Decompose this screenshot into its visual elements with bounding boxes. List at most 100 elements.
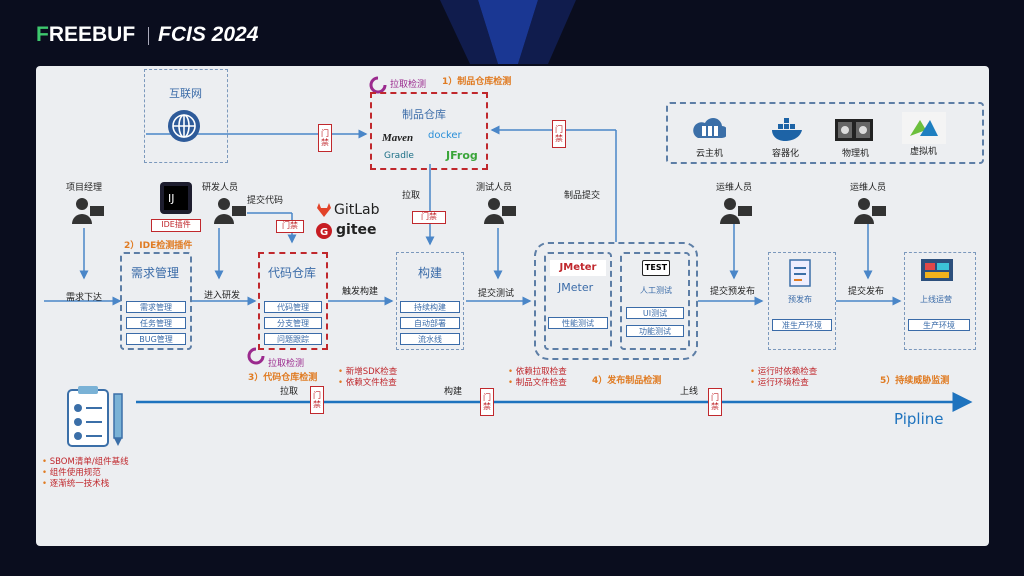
ide-badge: IDE插件 <box>151 219 201 232</box>
preprod-box <box>768 252 836 350</box>
pull-label: 拉取 <box>402 191 421 201</box>
artifact-check-label: 拉取检测 <box>390 80 427 90</box>
slide: 互联网 拉取检测 1）制品仓库检测 制品仓库 Maven docker Grad… <box>36 66 989 546</box>
submit-release-label: 提交发布 <box>848 287 885 297</box>
cloud-host-icon <box>693 118 726 138</box>
release-check-bullet-1: 依赖拉取检查 <box>508 367 567 378</box>
code-item-3: 问题跟踪 <box>264 333 322 345</box>
docker-whale-icon <box>772 118 802 141</box>
gate-pull: 门禁 <box>412 211 446 224</box>
artifact-submit-label: 制品提交 <box>564 191 601 201</box>
infra-container-label: 容器化 <box>772 149 800 159</box>
code-check-label: 拉取检测 <box>268 359 305 369</box>
ide-icon: IJ <box>160 182 192 214</box>
test-group-box <box>534 242 698 360</box>
submit-test-label: 提交测试 <box>478 289 515 299</box>
bottom-bullet-1: SBOM清单/组件基线 <box>42 457 129 468</box>
release-check-bullets: 依赖拉取检查 制品文件检查 <box>508 367 567 389</box>
demand-item-2: 任务管理 <box>126 317 186 329</box>
manual-test-title: 人工测试 <box>640 286 672 295</box>
preprod-env: 准生产环境 <box>772 319 832 331</box>
demand-item-3: BUG管理 <box>126 333 186 345</box>
submit-code-label: 提交代码 <box>247 196 284 206</box>
svg-text:G: G <box>320 227 328 238</box>
bottom-bullets: SBOM清单/组件基线 组件使用规范 逐渐统一技术栈 <box>42 457 129 490</box>
build-item-2: 自动部署 <box>400 317 460 329</box>
perf-test: 性能测试 <box>548 317 608 329</box>
role-ops1-label: 运维人员 <box>716 183 753 193</box>
code-repo-title: 代码仓库 <box>268 266 317 280</box>
demand-mgmt-title: 需求管理 <box>131 266 180 280</box>
tester-person-icon <box>484 198 516 224</box>
pm-person-icon <box>72 198 104 224</box>
infra-vm-label: 虚拟机 <box>910 147 938 157</box>
gate-internet: 门禁 <box>318 124 332 152</box>
role-ops2-label: 运维人员 <box>850 183 887 193</box>
docker-logo: docker <box>428 130 462 141</box>
gitee-icon: G <box>316 223 332 239</box>
jfrog-logo: JFrog <box>446 149 478 162</box>
step1-label: 1）制品仓库检测 <box>442 77 512 87</box>
code-check-bullets: 新增SDK检查 依赖文件检查 <box>338 367 398 389</box>
gradle-logo: Gradle <box>384 151 414 161</box>
artifact-repo-title: 制品仓库 <box>402 108 446 121</box>
fcis-logo: FCIS 2024 <box>158 23 259 46</box>
logo-divider <box>148 27 149 45</box>
build-box <box>396 252 464 350</box>
demand-item-1: 需求管理 <box>126 301 186 313</box>
release-check-bullet-2: 制品文件检查 <box>508 378 567 389</box>
dashboard-icon <box>921 259 953 281</box>
demand-mgmt-box <box>120 252 192 350</box>
code-item-1: 代码管理 <box>264 301 322 313</box>
infra-cloud-label: 云主机 <box>696 149 724 159</box>
code-item-2: 分支管理 <box>264 317 322 329</box>
checklist-icon <box>789 259 811 287</box>
freebuf-logo: FREEBUF <box>36 23 136 46</box>
pipeline-name: Pipline <box>894 410 944 428</box>
pipeline-pull-label: 拉取 <box>280 387 299 397</box>
build-title: 构建 <box>418 266 443 280</box>
prod-box <box>904 252 976 350</box>
clipboard-icon <box>67 386 123 447</box>
role-dev-label: 研发人员 <box>202 183 239 193</box>
bottom-bullet-3: 逐渐统一技术栈 <box>42 479 129 490</box>
physical-server-icon <box>835 119 873 141</box>
code-check-bullet-1: 新增SDK检查 <box>338 367 398 378</box>
test-logo: TEST <box>642 260 670 276</box>
gate-pipeline-build: 门禁 <box>480 388 494 416</box>
bottom-bullet-2: 组件使用规范 <box>42 468 129 479</box>
build-item-1: 持续构建 <box>400 301 460 313</box>
monitor-bullet-2: 运行环境检查 <box>750 378 817 389</box>
code-repo-box <box>258 252 328 350</box>
globe-icon <box>168 110 200 142</box>
manual-test-box <box>620 252 690 350</box>
trigger-build-label: 触发构建 <box>342 287 379 297</box>
build-item-3: 流水线 <box>400 333 460 345</box>
pipeline-build-label: 构建 <box>444 387 463 397</box>
ops1-person-icon <box>720 198 752 224</box>
svg-text:IJ: IJ <box>168 192 175 205</box>
dev-person-icon <box>214 198 246 224</box>
vm-icon <box>902 112 946 144</box>
test-item-2: 功能测试 <box>626 325 684 337</box>
ops2-person-icon <box>854 198 886 224</box>
internet-box <box>144 69 228 163</box>
jmeter-title: JMeter <box>558 281 594 294</box>
submit-pre-label: 提交预发布 <box>710 287 756 297</box>
prod-label: 上线运营 <box>920 295 952 304</box>
prod-env: 生产环境 <box>908 319 970 331</box>
gitlab-icon <box>317 203 331 217</box>
step4-label: 4）发布制品检测 <box>592 376 662 386</box>
maven-logo: Maven <box>382 132 414 144</box>
enter-dev-label: 进入研发 <box>204 291 241 301</box>
code-check-bullet-2: 依赖文件检查 <box>338 378 397 389</box>
step2-label: 2）IDE检测插件 <box>124 241 193 251</box>
gitee-logo: gitee <box>336 222 377 238</box>
step3-label: 3）代码仓库检测 <box>248 373 318 383</box>
gate-pipeline-pull: 门禁 <box>310 386 324 414</box>
monitor-bullet-1: 运行时依赖检查 <box>750 367 818 378</box>
demand-label: 需求下达 <box>66 293 103 303</box>
infra-physical-label: 物理机 <box>842 149 870 159</box>
gate-pipeline-online: 门禁 <box>708 388 722 416</box>
